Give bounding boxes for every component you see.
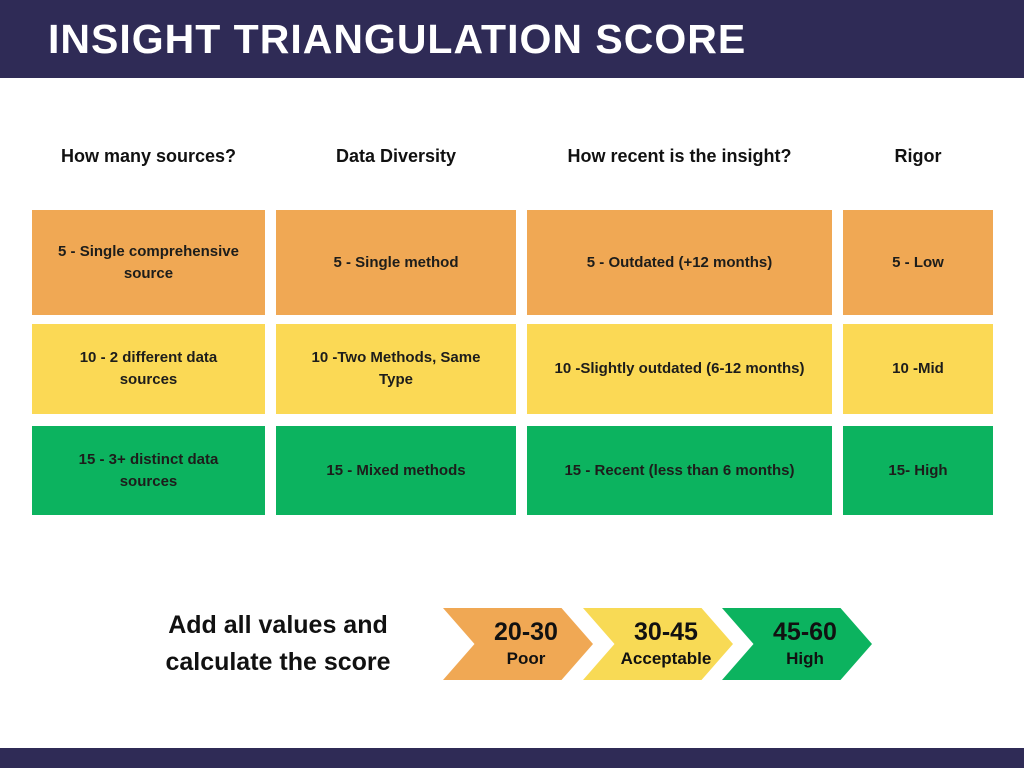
- score-band-label: Acceptable: [620, 649, 712, 668]
- column-header-sources: How many sources?: [60, 146, 237, 166]
- score-band-poor: 20-30 Poor: [443, 608, 593, 680]
- score-cell-rigor-5: 5 - Low: [843, 210, 993, 315]
- column-header-rigor: Rigor: [894, 146, 942, 166]
- score-band-label: Poor: [506, 649, 546, 668]
- score-band-range: 20-30: [494, 618, 558, 646]
- score-row-5pts: 5 - Single comprehensive source 5 - Sing…: [32, 210, 993, 315]
- score-cell-diversity-5: 5 - Single method: [276, 210, 516, 315]
- page-title: INSIGHT TRIANGULATION SCORE: [48, 15, 747, 62]
- score-cell-diversity-10: 10 -Two Methods, Same Type: [276, 324, 516, 414]
- score-cell-recency-15: 15 - Recent (less than 6 months): [527, 426, 832, 515]
- score-cell-sources-5: 5 - Single comprehensive source: [32, 210, 265, 315]
- score-band-acceptable: 30-45 Acceptable: [583, 608, 733, 680]
- column-headers: How many sources? Data Diversity How rec…: [32, 145, 993, 167]
- score-cell-recency-5: 5 - Outdated (+12 months): [527, 210, 832, 315]
- score-cell-rigor-10: 10 -Mid: [843, 324, 993, 414]
- score-row-15pts: 15 - 3+ distinct data sources 15 - Mixed…: [32, 426, 993, 515]
- score-cell-diversity-15: 15 - Mixed methods: [276, 426, 516, 515]
- column-header-diversity: Data Diversity: [335, 146, 457, 166]
- score-row-10pts: 10 - 2 different data sources 10 -Two Me…: [32, 324, 993, 414]
- header-bar: INSIGHT TRIANGULATION SCORE: [0, 0, 1024, 78]
- score-grid: 5 - Single comprehensive source 5 - Sing…: [32, 210, 993, 515]
- footer-bar: [0, 748, 1024, 768]
- score-cell-rigor-15: 15- High: [843, 426, 993, 515]
- score-band-legend: 20-30 Poor 30-45 Acceptable 45-60 High: [443, 608, 873, 680]
- score-cell-recency-10: 10 -Slightly outdated (6-12 months): [527, 324, 832, 414]
- score-cell-sources-15: 15 - 3+ distinct data sources: [32, 426, 265, 515]
- instruction-line-1: Add all values and: [168, 611, 388, 639]
- score-band-label: High: [786, 649, 824, 668]
- instruction-line-2: calculate the score: [165, 648, 391, 676]
- score-band-high: 45-60 High: [722, 608, 872, 680]
- column-header-recency: How recent is the insight?: [567, 146, 792, 166]
- instruction-text: Add all values and calculate the score: [118, 607, 438, 681]
- score-cell-sources-10: 10 - 2 different data sources: [32, 324, 265, 414]
- score-band-range: 30-45: [634, 618, 698, 646]
- score-band-range: 45-60: [773, 618, 837, 646]
